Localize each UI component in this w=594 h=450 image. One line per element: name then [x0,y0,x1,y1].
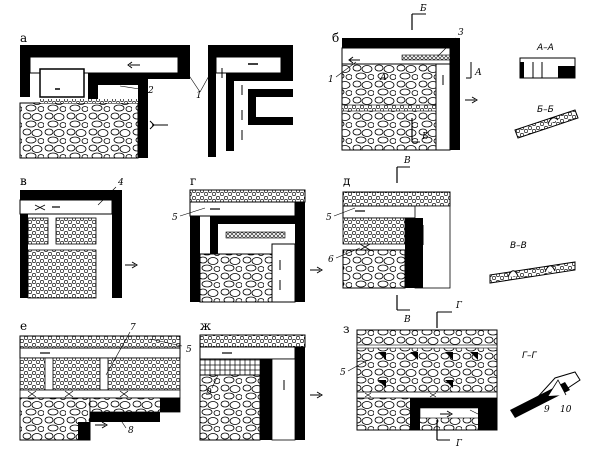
callout-2: 2 [147,86,154,96]
section-vv-title: В–В [510,241,527,251]
panel-v: в 4 [19,174,138,299]
panel-d: д В В 5 6 [326,156,451,325]
panel-a-part-1 [19,45,190,159]
callout-4: 4 [117,178,124,188]
section-vv: В–В [489,241,576,284]
panel-zh: ж 5 9 [149,319,323,441]
panel-e-label: е [20,319,27,333]
callout-5g: 5 [172,213,178,223]
callout-10: 10 [560,405,572,415]
callout-5z: 5 [340,368,346,378]
section-gg-title: Г–Г [522,351,538,361]
panel-e: е 7 8 [19,319,181,441]
panel-b: б Б А А Б 1 3 [328,4,482,151]
panel-a: а [19,31,293,159]
panel-z-label: з [343,322,350,336]
callout-9: 9 [544,405,550,415]
panel-g-label: г [190,174,196,188]
section-aa: А–А [519,43,576,79]
panel-b-region-a: А [379,73,387,83]
panel-z: з Г Г 5 8 [340,301,498,449]
section-aa-title: А–А [536,43,554,53]
panel-b-label: б [332,31,339,45]
section-gg: Г–Г 9 10 [510,351,581,418]
panel-a-label: а [20,31,27,45]
section-bb: Б–Б [514,105,579,139]
panel-g: г 5 [172,174,323,303]
section-bb-title: Б–Б [537,105,554,115]
panel-zh-label: ж [200,319,211,333]
callout-9zh: 9 [206,388,212,398]
callout-3: 3 [458,28,464,38]
section-mark-a: А [474,68,482,78]
section-mark-g-bottom: Г [455,439,463,449]
section-mark-b-bottom: Б [421,132,429,142]
callout-5d: 5 [326,213,332,223]
callout-1: 1 [196,91,202,101]
callout-5: 5 [186,345,192,355]
section-mark-v-top: В [403,156,411,166]
callout-6: 6 [328,255,334,265]
panel-d-label: д [343,174,350,188]
panel-a-part-2 [208,45,293,157]
panel-v-label: в [20,174,27,188]
callout-8e: 8 [128,426,134,436]
callout-7: 7 [130,323,136,333]
callout-8z: 8 [484,413,490,423]
section-mark-g-top: Г [455,301,463,311]
section-mark-v-bottom: В [403,315,411,325]
section-mark-b-top: Б [419,4,427,14]
callout-1b: 1 [328,75,334,85]
